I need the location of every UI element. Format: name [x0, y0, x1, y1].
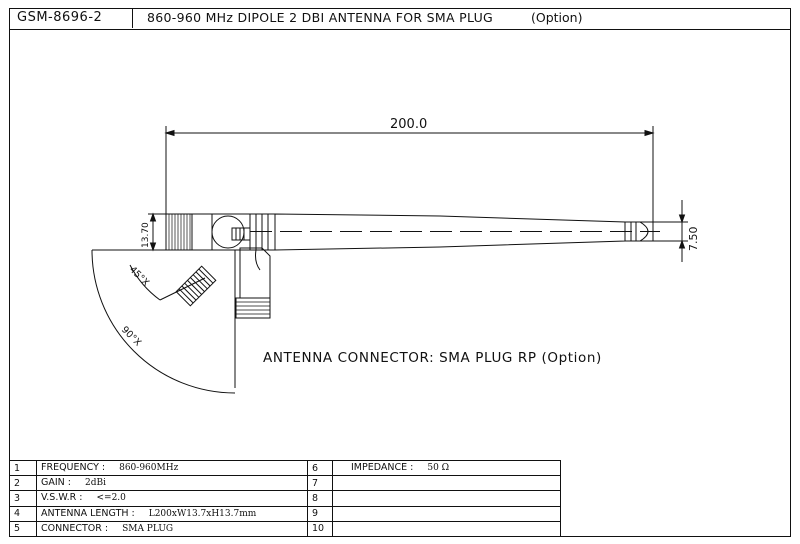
angle-90-label: 90°X: [119, 324, 144, 349]
angled-antenna-45: [175, 265, 217, 307]
dimension-arrows-tip: [678, 214, 686, 249]
title-block: GSM-8696-2 860-960 MHz DIPOLE 2 DBI ANTE…: [9, 8, 791, 30]
folded-base: [235, 297, 271, 319]
part-description: 860-960 MHz DIPOLE 2 DBI ANTENNA FOR SMA…: [147, 10, 494, 25]
hinge-pivot: [211, 215, 245, 249]
dimension-arrows-length: [164, 129, 655, 137]
tip-diameter-dimension: 7.50: [687, 227, 700, 252]
option-label: (Option): [531, 10, 583, 25]
spec-row: 3 V.S.W.R :<=2.0 8: [9, 490, 561, 507]
connector-note: ANTENNA CONNECTOR: SMA PLUG RP (Option): [263, 350, 602, 366]
angle-45-label: 45°X: [127, 264, 152, 289]
antenna-base-knurl: [165, 213, 193, 251]
spec-row: 5 CONNECTOR :SMA PLUG 10: [9, 520, 561, 538]
dimension-arrows-base: [149, 212, 157, 252]
spec-row: 4 ANTENNA LENGTH :L200xW13.7xH13.7mm 9: [9, 505, 561, 522]
drawing-frame: [9, 8, 791, 537]
angle-arc-45: [129, 264, 161, 301]
spec-row: 2 GAIN :2dBi 7: [9, 475, 561, 492]
angle-arc-90: [91, 249, 236, 394]
folded-hinge: [239, 247, 271, 299]
base-diameter-dimension: 13.70: [141, 222, 151, 248]
spec-table: 1 FREQUENCY :860-960MHz 6 IMPEDANCE :50 …: [9, 459, 561, 538]
part-number: GSM-8696-2: [9, 8, 133, 28]
spec-row: 1 FREQUENCY :860-960MHz 6 IMPEDANCE :50 …: [9, 459, 561, 477]
length-dimension: 200.0: [390, 117, 427, 132]
